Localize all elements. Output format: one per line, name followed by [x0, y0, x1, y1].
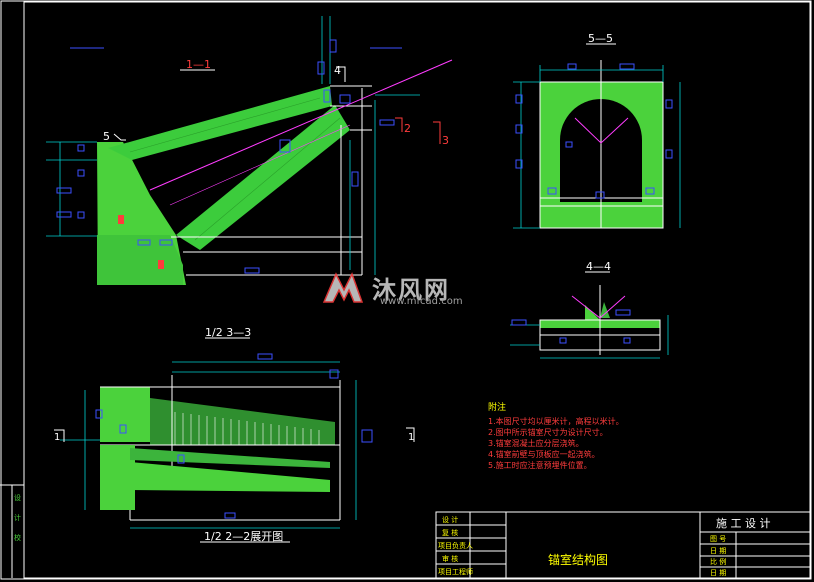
title-block	[435, 511, 811, 579]
left-strip-0: 设	[14, 493, 21, 502]
tb-label-0: 设 计	[442, 515, 458, 524]
tb-right-3: 日 期	[710, 569, 726, 577]
cable-axis-line	[149, 59, 453, 191]
section-label-1-1: 1—1	[186, 58, 211, 71]
cut-marker-3: 3	[442, 134, 449, 147]
tb-right-0: 图 号	[710, 535, 726, 543]
left-strip-1: 计	[14, 513, 21, 522]
cut-marker-5: 5	[103, 130, 110, 143]
tb-label-2: 项目负责人	[438, 541, 473, 550]
note-item-1: 1.本图尺寸均以厘米计，高程以米计。	[488, 417, 624, 426]
section-label-4-4: 4—4	[586, 260, 611, 273]
design-stage: 施 工 设 计	[716, 517, 771, 530]
tb-right-1: 日 期	[710, 547, 726, 555]
lower-inclined-slab	[176, 105, 350, 250]
section-label-5-5: 5—5	[588, 32, 613, 45]
notes-heading: 附注	[488, 403, 507, 413]
note-item-3: 3.锚室混凝土应分层浇筑。	[488, 439, 584, 448]
section-label-2-2: 1/2 2—2展开图	[204, 530, 283, 543]
section-1-1	[46, 16, 453, 285]
section-3-3	[100, 375, 341, 520]
section-label-3-3: 1/2 3—3	[205, 326, 251, 339]
left-strip-2: 校	[14, 533, 21, 542]
inner-frame	[23, 1, 811, 579]
drawing-title: 锚室结构图	[548, 552, 608, 567]
cut-marker-1-right: 1	[408, 432, 414, 443]
tb-label-3: 审 核	[442, 554, 458, 563]
cut-marker-2: 2	[404, 122, 411, 135]
note-item-5: 5.施工时应注意预埋件位置。	[488, 461, 592, 470]
tapered-hatch-zone	[150, 398, 335, 445]
cable-axis-line-2	[169, 124, 351, 206]
tb-label-4: 项目工程师	[438, 567, 473, 576]
note-item-2: 2.图中所示锚室尺寸为设计尺寸。	[488, 428, 608, 437]
notes-block: 附注 1.本图尺寸均以厘米计，高程以米计。 2.图中所示锚室尺寸为设计尺寸。 3…	[488, 403, 808, 471]
section-5-5	[513, 43, 681, 229]
cut-marker-4: 4	[334, 64, 341, 77]
tb-right-2: 比 例	[710, 557, 726, 566]
anchor-block-front	[97, 235, 183, 285]
section-2-2	[54, 337, 415, 543]
upper-inclined-slab	[108, 86, 332, 160]
note-item-4: 4.锚室前壁与顶板应一起浇筑。	[488, 450, 600, 459]
tb-label-1: 复 核	[442, 528, 458, 537]
section-4-4	[510, 271, 669, 359]
cut-marker-1-left: 1	[54, 432, 60, 443]
